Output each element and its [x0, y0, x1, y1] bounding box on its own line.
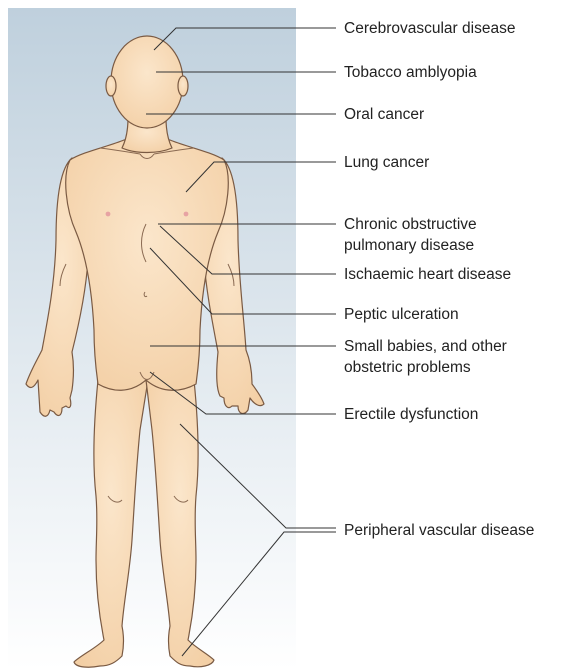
right-ear	[178, 76, 188, 96]
label-peripheral-vascular: Peripheral vascular disease	[344, 522, 534, 539]
label-ischaemic-heart: Ischaemic heart disease	[344, 266, 511, 283]
label-peptic-ulceration: Peptic ulceration	[344, 306, 459, 323]
label-tobacco-amblyopia: Tobacco amblyopia	[344, 64, 477, 81]
label-lung-cancer: Lung cancer	[344, 154, 429, 171]
label-erectile-dysfunction: Erectile dysfunction	[344, 406, 478, 423]
label-copd-line-1: Chronic obstructive	[344, 216, 477, 233]
label-cerebrovascular: Cerebrovascular disease	[344, 20, 515, 37]
left-ear	[106, 76, 116, 96]
right-nipple	[184, 212, 189, 217]
label-oral-cancer: Oral cancer	[344, 106, 424, 123]
label-small-babies-line-1: Small babies, and other	[344, 338, 507, 355]
label-copd-line-2: pulmonary disease	[344, 237, 474, 254]
disease-labels: Cerebrovascular disease Tobacco amblyopi…	[344, 20, 534, 539]
label-small-babies-line-2: obstetric problems	[344, 359, 471, 376]
left-nipple	[106, 212, 111, 217]
